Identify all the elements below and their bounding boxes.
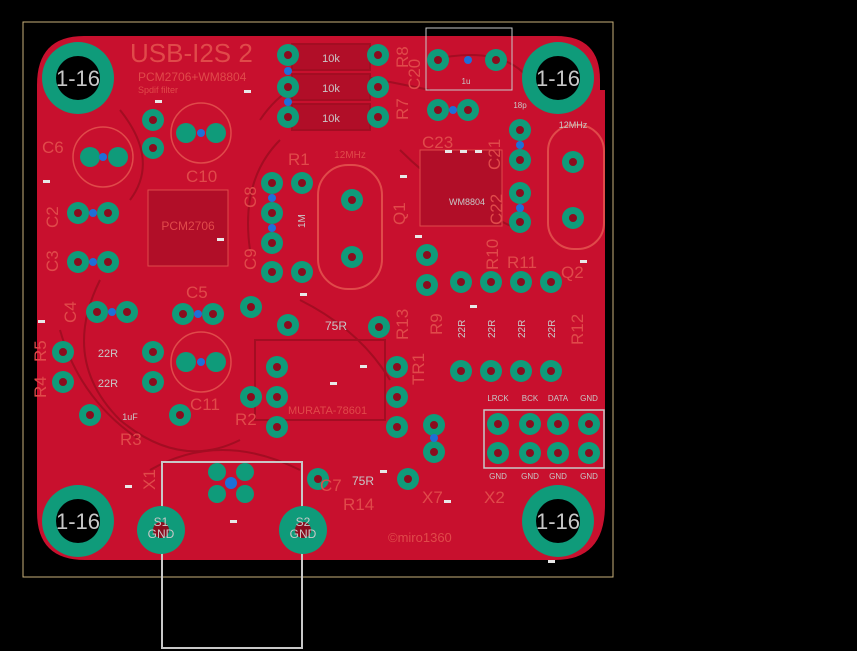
capacitor-value: 1uF [122,412,138,422]
designator-c11: C11 [190,395,220,414]
x2-pin-label: GND [489,472,507,481]
designator-r9: R9 [427,313,446,335]
designator-s2: S2 [296,515,311,529]
designator-c6: C6 [42,138,64,157]
mounting-hole: 1-16 [42,485,114,557]
designator-r12: R12 [568,314,587,345]
x2-pin-label: DATA [548,394,569,403]
resistor-value: 75R [352,474,374,488]
electrolytic-caps [72,102,232,393]
designator-r14: R14 [343,495,374,514]
designator-c5: C5 [186,283,208,302]
mounting-hole-label: 1-16 [536,66,580,91]
usb-gnd-label: GND [148,527,175,541]
transformer-label: MURATA-78601 [288,405,367,417]
x2-pin-label: LRCK [487,394,509,403]
mounting-hole: 1-16 [522,42,594,114]
designator-r8: R8 [393,46,412,68]
designator-r5: R5 [31,340,50,362]
through-hole-pads [52,44,600,554]
board-subtitle-2: Spdif filter [138,85,178,95]
designator-c8: C8 [241,186,260,208]
x2-pin-label: GND [549,472,567,481]
designator-x7: X7 [422,488,443,507]
designator-c20: C20 [405,59,424,90]
ic-pcm2706 [147,189,229,267]
designator-q2: Q2 [561,263,584,282]
designator-r2: R2 [235,410,257,429]
resistor-value: 22R [547,320,558,338]
resistor-value: 10k [322,113,340,125]
capacitor-value: 1u [462,77,471,86]
ic-label: WM8804 [449,197,485,207]
mounting-hole-label: 1-16 [536,509,580,534]
resistor-value: 1M [297,214,308,228]
x2-header-outline [483,409,605,469]
designator-c2: C2 [43,206,62,228]
designator-s1: S1 [154,515,169,529]
pad-drill-holes [59,51,593,538]
resistor-value: 22R [98,348,118,360]
transformer-body [254,339,386,421]
ic-wm8804 [419,149,503,227]
designator-c9: C9 [241,248,260,270]
x2-pin-label: BCK [522,394,539,403]
mounting-hole-label: 1-16 [56,66,100,91]
resistor-value: 22R [517,320,528,338]
designator-c21: C21 [485,139,504,170]
mounting-hole: 1-16 [522,485,594,557]
mounting-hole-label: 1-16 [56,509,100,534]
resistor-value: 10k [322,53,340,65]
designator-q1: Q1 [390,202,409,225]
designator-r1: R1 [288,150,310,169]
crystal-value: 12MHz [334,150,366,161]
usb-connector-outline [161,461,303,649]
x2-pin-label: GND [580,472,598,481]
designator-c4: C4 [61,301,80,323]
crystal-outlines [317,27,605,290]
designator-r7: R7 [393,98,412,120]
designator-c23: C23 [422,133,453,152]
designator-c10: C10 [186,167,217,186]
designator-r3: R3 [120,430,142,449]
designator-r13: R13 [393,309,412,340]
board-credit: ©miro1360 [388,530,452,545]
designator-x2: X2 [484,488,505,507]
resistor-value: 75R [325,319,347,333]
designator-r4: R4 [31,376,50,398]
smd-pads [38,90,587,563]
designator-tr1: TR1 [409,353,428,385]
bottom-vias [89,56,524,489]
designator-c22: C22 [487,194,506,225]
board-title: USB-I2S 2 [130,38,253,68]
designator-x1: X1 [140,469,159,490]
x2-pin-label: GND [580,394,598,403]
designator-r10: R10 [483,239,502,270]
capacitor-value: 18p [513,101,527,110]
mounting-hole: 1-16 [42,42,114,114]
ic-label: PCM2706 [161,219,215,233]
x2-pin-label: GND [521,472,539,481]
designator-c3: C3 [43,250,62,272]
resistor-value: 22R [98,378,118,390]
board-subtitle: PCM2706+WM8804 [138,70,247,84]
resistor-value: 22R [487,320,498,338]
resistor-value: 22R [457,320,468,338]
board-outline [22,21,614,578]
designator-r11: R11 [507,253,537,272]
resistor-value: 10k [322,83,340,95]
designator-c7: C7 [320,476,342,495]
usb-gnd-label: GND [290,527,317,541]
crystal-value: 12MHz [559,120,588,130]
